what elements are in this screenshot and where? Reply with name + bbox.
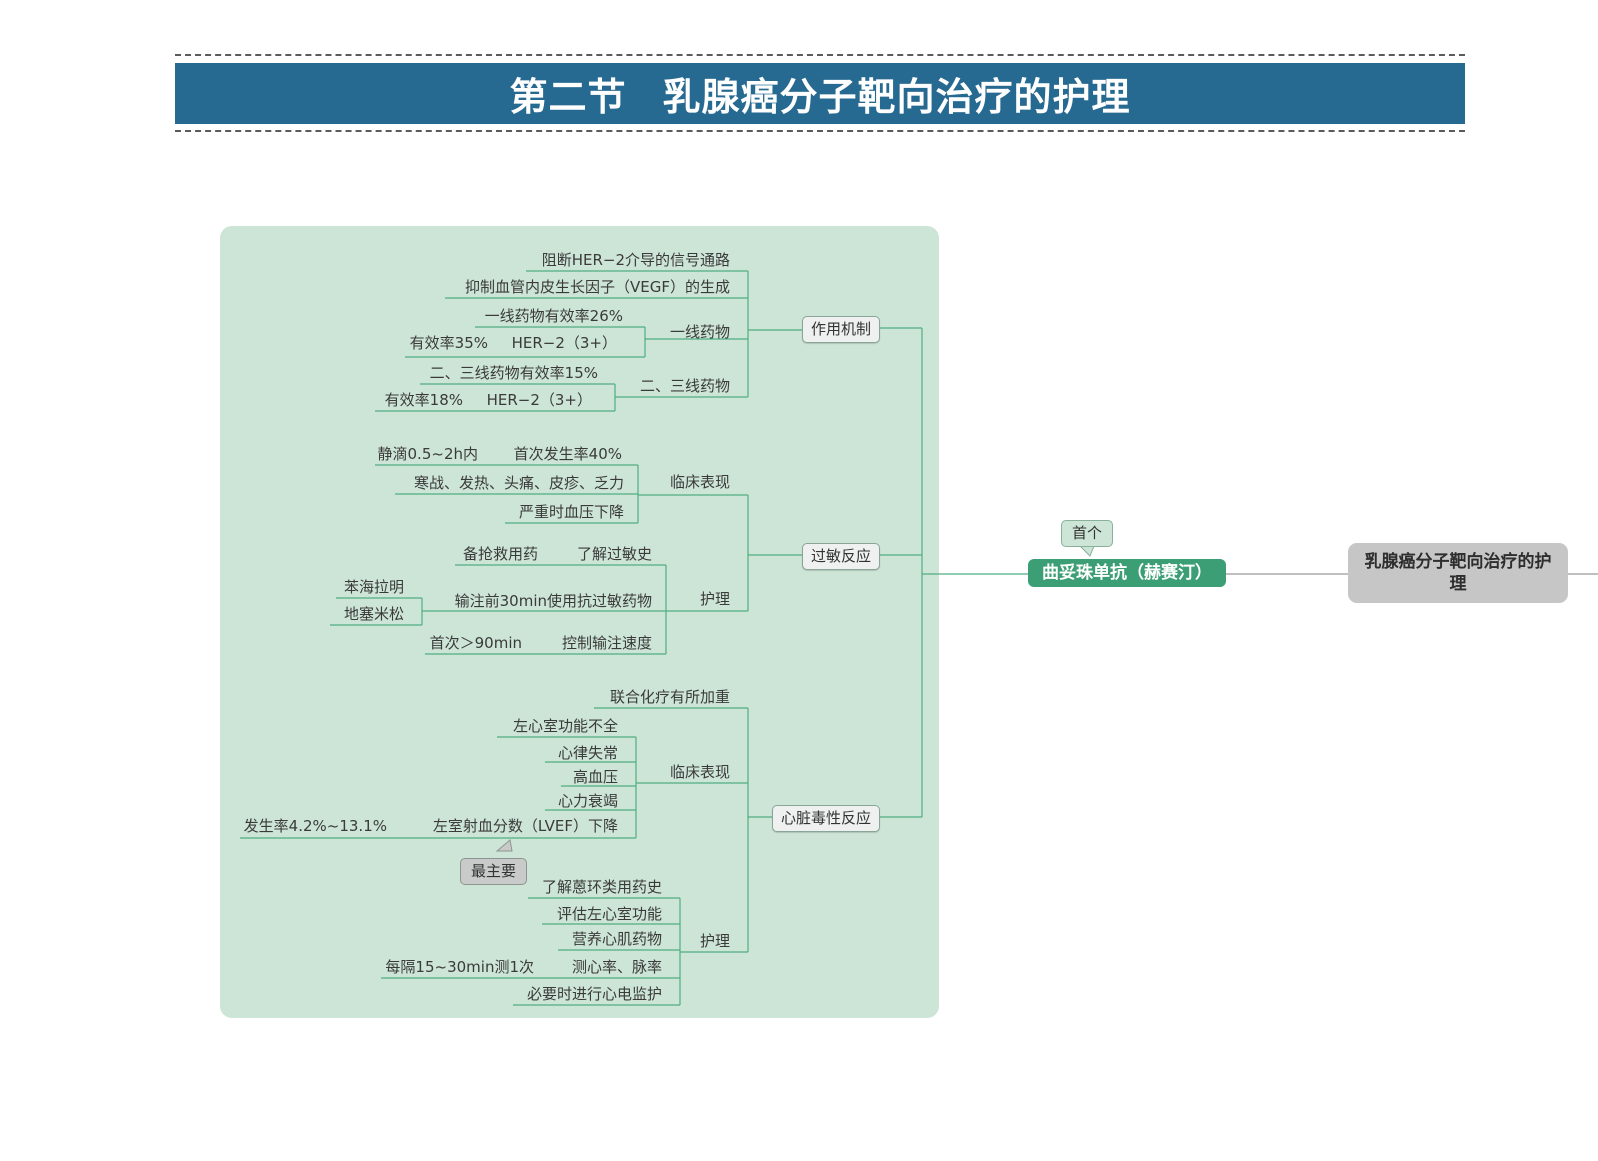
- leaf-diphenhydramine: 苯海拉明: [343, 578, 404, 596]
- leaf-first-line-her2-rate: 有效率35%: [409, 334, 488, 352]
- leaf-arrhythmia: 心律失常: [557, 744, 618, 762]
- leaf-second-line-rate: 二、三线药物有效率15%: [429, 364, 598, 382]
- node-cardio-nursing: 护理: [699, 932, 730, 950]
- leaf-measure-heart-rate: 测心率、脉率: [571, 958, 662, 976]
- mindmap-detail-panel: [220, 226, 939, 1018]
- callout-most-important: 最主要: [460, 858, 528, 885]
- leaf-lvef-drop: 左室射血分数（LVEF）下降: [432, 817, 618, 835]
- leaf-block-her2: 阻断HER−2介导的信号通路: [541, 251, 730, 269]
- header-divider-top: [175, 54, 1465, 56]
- leaf-infusion-speed: 控制输注速度: [561, 634, 652, 652]
- leaf-assess-lv: 评估左心室功能: [556, 905, 662, 923]
- leaf-first-line-rate: 一线药物有效率26%: [484, 307, 623, 325]
- header-divider-bottom: [175, 130, 1465, 132]
- category-allergy[interactable]: 过敏反应: [802, 543, 881, 570]
- leaf-dexamethasone: 地塞米松: [343, 605, 404, 623]
- callout-first: 首个: [1061, 520, 1114, 547]
- section-number: 第二节: [509, 74, 627, 119]
- leaf-second-line-her2: HER−2（3+）: [486, 391, 592, 409]
- leaf-lv-failure: 左心室功能不全: [512, 717, 618, 735]
- section-title: 乳腺癌分子靶向治疗的护理: [662, 74, 1131, 119]
- leaf-hypertension: 高血压: [572, 768, 618, 786]
- leaf-nourish-myocardium: 营养心肌药物: [571, 930, 662, 948]
- leaf-onset-time: 静滴0.5~2h内: [377, 445, 478, 463]
- leaf-inhibit-vegf: 抑制血管内皮生长因子（VEGF）的生成: [465, 278, 730, 296]
- central-node-trastuzumab[interactable]: 曲妥珠单抗（赫赛汀）: [1028, 559, 1226, 587]
- node-allergy-clinical: 临床表现: [669, 473, 730, 491]
- section-title-banner: 第二节 乳腺癌分子靶向治疗的护理: [175, 63, 1465, 124]
- category-cardio[interactable]: 心脏毒性反应: [772, 805, 881, 832]
- node-allergy-nursing: 护理: [699, 590, 730, 608]
- leaf-chemo-aggravate: 联合化疗有所加重: [609, 688, 730, 706]
- node-second-line: 二、三线药物: [639, 377, 730, 395]
- leaf-lvef-rate: 发生率4.2%~13.1%: [243, 817, 387, 835]
- node-cardio-clinical: 临床表现: [669, 763, 730, 781]
- leaf-pre-infusion: 输注前30min使用抗过敏药物: [454, 592, 652, 610]
- leaf-measure-frequency: 每隔15~30min测1次: [385, 958, 534, 976]
- node-first-line: 一线药物: [669, 323, 730, 341]
- leaf-symptoms: 寒战、发热、头痛、皮疹、乏力: [413, 474, 624, 492]
- leaf-first-incidence: 首次发生率40%: [513, 445, 622, 463]
- leaf-first-duration: 首次＞90min: [429, 634, 522, 652]
- root-node[interactable]: 乳腺癌分子靶向治疗的护理: [1348, 543, 1568, 603]
- leaf-first-line-her2: HER−2（3+）: [511, 334, 617, 352]
- leaf-second-line-her2-rate: 有效率18%: [384, 391, 463, 409]
- leaf-anthracycline: 了解蒽环类用药史: [541, 878, 662, 896]
- leaf-ecg-monitor: 必要时进行心电监护: [526, 985, 662, 1003]
- leaf-allergy-history: 了解过敏史: [576, 545, 652, 563]
- leaf-severe-bp-drop: 严重时血压下降: [518, 503, 624, 521]
- category-mechanism[interactable]: 作用机制: [802, 316, 881, 343]
- leaf-rescue-drugs: 备抢救用药: [462, 545, 538, 563]
- leaf-heart-failure: 心力衰竭: [557, 792, 618, 810]
